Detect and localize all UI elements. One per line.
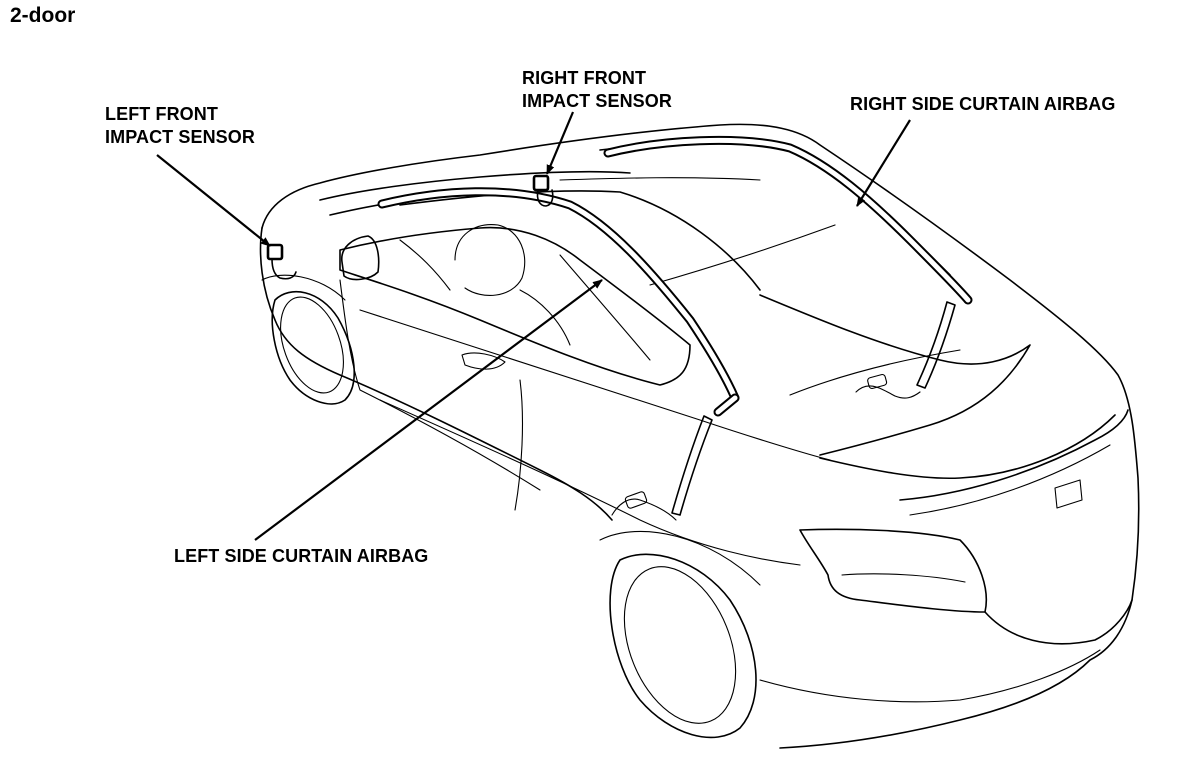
seat-back xyxy=(519,289,571,346)
spoiler xyxy=(899,409,1129,501)
label-right-front-impact-sensor-line2: IMPACT SENSOR xyxy=(522,91,672,111)
roof-panel-left xyxy=(399,190,761,291)
left-side-curtain-airbag-part xyxy=(377,187,740,521)
label-left-front-impact-sensor: LEFT FRONT IMPACT SENSOR xyxy=(105,103,255,149)
door-crease xyxy=(359,309,831,461)
side-mirror xyxy=(341,235,380,281)
front-window-frame xyxy=(339,226,691,386)
rear-wheel xyxy=(599,530,761,739)
lower-body-crease xyxy=(379,399,801,566)
door-cut-line xyxy=(339,279,541,491)
rear-window xyxy=(759,294,1031,456)
leader-right-front-impact-sensor xyxy=(545,111,575,175)
rear-bumper xyxy=(984,599,1133,645)
leader-right-side-curtain-airbag xyxy=(856,119,911,207)
door-handle xyxy=(461,352,506,370)
rear-bumper-lower xyxy=(759,649,1101,703)
label-left-front-impact-sensor-line1: LEFT FRONT xyxy=(105,104,218,124)
b-pillar xyxy=(559,254,651,361)
windscreen-top xyxy=(319,170,631,201)
trunk-lid xyxy=(819,414,1116,480)
label-left-front-impact-sensor-line2: IMPACT SENSOR xyxy=(105,127,255,147)
tail-light xyxy=(799,528,988,613)
roof-inner-line xyxy=(559,177,761,181)
rear-door-line xyxy=(514,379,524,511)
label-right-front-impact-sensor: RIGHT FRONT IMPACT SENSOR xyxy=(522,67,672,113)
right-front-impact-sensor-part xyxy=(532,174,554,207)
steering-wheel xyxy=(454,224,526,296)
roof-panel-right xyxy=(599,142,951,276)
label-left-side-curtain-airbag: LEFT SIDE CURTAIN AIRBAG xyxy=(174,546,429,566)
right-side-curtain-airbag-part xyxy=(603,135,973,399)
label-right-front-impact-sensor-line1: RIGHT FRONT xyxy=(522,68,647,88)
label-right-side-curtain-airbag: RIGHT SIDE CURTAIN AIRBAG xyxy=(850,94,1116,114)
diagram-title: 2-door xyxy=(10,4,76,27)
trunk-crease xyxy=(909,444,1111,516)
left-front-impact-sensor-part xyxy=(266,243,297,280)
front-wheel xyxy=(261,274,355,405)
dash-line xyxy=(399,239,451,291)
leader-left-front-impact-sensor xyxy=(156,154,271,247)
leader-left-side-curtain-airbag xyxy=(254,279,603,541)
license-plate-recess xyxy=(1054,479,1083,509)
car-outline xyxy=(261,123,1140,749)
tail-light-inner xyxy=(841,573,966,583)
sunroof-line xyxy=(649,224,836,286)
